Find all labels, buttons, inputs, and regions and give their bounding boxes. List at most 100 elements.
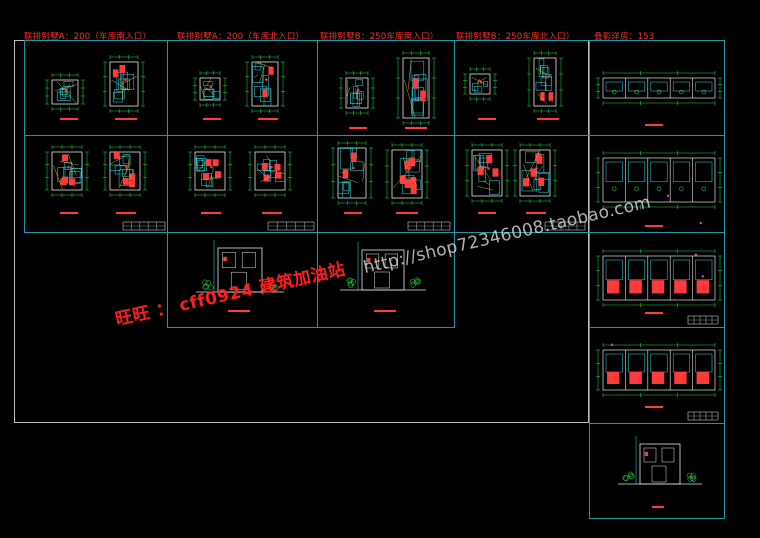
- car-symbol: [350, 92, 362, 104]
- unit-tiled-area: [607, 280, 620, 294]
- tiled-area: [212, 159, 219, 167]
- drawing-label: [115, 118, 137, 120]
- sheet-title-villa-b-south: 联排别墅B：250车库南入口）: [320, 32, 439, 42]
- tiled-area: [404, 160, 411, 170]
- room-wall: [343, 182, 350, 192]
- furniture-line: [111, 79, 130, 91]
- unit-fixture: [701, 186, 707, 192]
- drawing-label: [478, 118, 496, 120]
- unit-tiled-area: [674, 372, 687, 384]
- furniture-line: [340, 171, 346, 173]
- tiled-area: [112, 69, 119, 78]
- marker: [487, 167, 490, 170]
- tiled-area: [486, 155, 493, 164]
- floor-plan-outline: [254, 151, 286, 191]
- unit-fixture: [611, 89, 617, 95]
- furniture-line: [110, 154, 129, 164]
- furniture-line: [477, 78, 480, 85]
- furniture-line: [536, 166, 544, 174]
- tree-symbol: [628, 472, 634, 479]
- room-wall: [350, 161, 364, 172]
- tiled-area: [538, 177, 545, 186]
- tiled-area: [410, 185, 417, 195]
- tiled-area: [409, 157, 416, 167]
- room-wall: [71, 167, 82, 178]
- drawing-label: [374, 310, 396, 312]
- drawing-label: [396, 212, 418, 214]
- tiled-area: [261, 163, 268, 170]
- room-wall: [205, 176, 214, 188]
- unit-room: [672, 353, 690, 373]
- tree-symbol: [687, 476, 694, 482]
- room-wall: [113, 92, 123, 103]
- unit-fixture: [656, 89, 662, 95]
- furniture-line: [482, 180, 490, 185]
- tiled-area: [399, 175, 406, 184]
- floor-plan-outline: [345, 77, 369, 109]
- tree-symbol: [410, 278, 416, 285]
- tiled-area: [350, 152, 357, 162]
- furniture-line: [473, 155, 492, 181]
- room-wall: [353, 86, 359, 99]
- marker: [125, 165, 128, 169]
- unit-room: [650, 259, 668, 281]
- unit-fixture: [679, 89, 684, 95]
- unit-room: [628, 161, 646, 183]
- unit-fixture: [701, 89, 707, 95]
- unit-fixture: [634, 89, 639, 95]
- room-wall: [342, 180, 351, 199]
- furniture-line: [476, 77, 487, 83]
- tiled-area: [492, 168, 499, 177]
- tree-symbol: [623, 475, 629, 481]
- unit-room: [605, 81, 623, 92]
- elevation-accent: [223, 256, 227, 262]
- furniture-line: [56, 81, 77, 104]
- unit-fixture: [679, 186, 684, 192]
- drawing-label: [349, 127, 367, 129]
- furniture-line: [412, 178, 418, 186]
- furniture-line: [266, 155, 271, 162]
- furniture-line: [53, 165, 63, 190]
- furniture-line: [122, 76, 137, 84]
- furniture-line: [55, 84, 77, 91]
- room-wall: [252, 66, 264, 83]
- furniture-line: [355, 89, 359, 106]
- unit-fixture: [611, 186, 617, 192]
- room-wall: [195, 158, 203, 169]
- room-wall: [203, 89, 214, 100]
- tiled-area: [410, 177, 417, 186]
- floor-plan-outline: [109, 61, 139, 107]
- room-wall: [197, 160, 205, 172]
- tiled-area: [203, 173, 210, 180]
- furniture-line: [338, 175, 358, 183]
- marker: [699, 221, 702, 225]
- tree-symbol: [202, 279, 208, 286]
- floor-plan-outline: [251, 61, 279, 107]
- unit-room: [650, 161, 668, 183]
- unit-room: [672, 259, 690, 281]
- room-wall: [539, 65, 548, 74]
- tiled-area: [548, 92, 554, 101]
- elevation-accent: [644, 452, 648, 456]
- furniture-line: [362, 163, 365, 182]
- room-wall: [122, 154, 131, 165]
- room-wall: [412, 75, 420, 102]
- unit-room: [672, 161, 690, 183]
- furniture-line: [346, 87, 351, 97]
- panel-stacked-elevation: [589, 423, 725, 519]
- floor-plan-outline: [533, 57, 557, 107]
- furniture-line: [471, 77, 488, 86]
- drawing-label: [344, 212, 362, 214]
- drawing-label: [645, 406, 663, 408]
- marker: [270, 165, 273, 169]
- drawing-label: [201, 212, 221, 214]
- elevation-door: [374, 271, 390, 289]
- room-wall: [483, 80, 488, 87]
- marker: [352, 166, 355, 170]
- room-wall: [64, 161, 72, 170]
- furniture-line: [523, 164, 534, 192]
- tiled-area: [523, 178, 530, 187]
- room-wall: [474, 86, 483, 93]
- unit-tiled-area: [674, 280, 687, 294]
- unit-room: [695, 81, 713, 92]
